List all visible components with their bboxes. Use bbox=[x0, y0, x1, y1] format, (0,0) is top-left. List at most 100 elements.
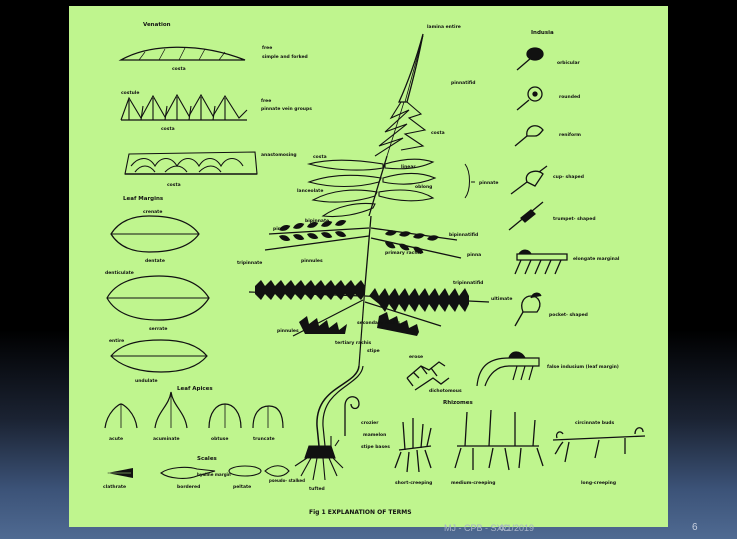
label-obtuse: obtuse bbox=[211, 436, 228, 442]
label-erose: erose bbox=[409, 354, 423, 360]
label-secondary-rachis: secondary rachis bbox=[357, 320, 400, 326]
label-hyaline-margin: hyaline margin bbox=[197, 472, 231, 477]
false-indusium-icon bbox=[477, 352, 539, 386]
label-costa-1: costa bbox=[172, 66, 186, 72]
scales-title: Scales bbox=[197, 456, 218, 462]
indusium-elongate-marginal bbox=[517, 254, 567, 260]
label-short-creeping: short-creeping bbox=[395, 480, 432, 486]
indusium-pocket-shaped bbox=[522, 296, 540, 312]
label-pinnules-2: pinnules bbox=[277, 328, 299, 334]
crozier-icon bbox=[345, 397, 359, 436]
erose-venation bbox=[407, 362, 449, 390]
footer-date: 4/1/2019 bbox=[499, 520, 534, 536]
indusia-group: Indusia bbox=[477, 30, 620, 386]
label-free-1: free bbox=[262, 45, 272, 51]
indusium-reniform bbox=[515, 136, 527, 146]
label-costa-4: costa bbox=[431, 130, 445, 136]
label-truncate: truncate bbox=[253, 436, 275, 442]
venation-title: Venation bbox=[143, 22, 171, 28]
label-entire: entire bbox=[109, 338, 124, 344]
label-denticulate: denticulate bbox=[105, 270, 134, 276]
label-clathrate: clathrate bbox=[103, 484, 126, 490]
scales-group: Scales clathrate bordered hyaline margin… bbox=[103, 456, 305, 490]
leaf-margins-group: Leaf Margins crenate dentate denticulate… bbox=[105, 196, 209, 384]
label-pinnate-vein-groups: pinnate vein groups bbox=[261, 106, 312, 112]
fern-diagram: Venation free simple and forked costa co… bbox=[69, 6, 668, 527]
label-bipinnate: bipinnate bbox=[305, 218, 329, 224]
label-reniform: reniform bbox=[559, 132, 581, 138]
label-acuminate: acuminate bbox=[153, 436, 180, 442]
indusium-rounded bbox=[517, 100, 529, 110]
venation-group: Venation free simple and forked costa co… bbox=[121, 22, 312, 188]
label-cup-shaped: cup- shaped bbox=[553, 174, 584, 180]
venation-leaf-2 bbox=[121, 95, 247, 120]
frond-pinnatifid bbox=[375, 102, 425, 156]
label-stipe: stipe bbox=[367, 348, 380, 354]
frond-apex bbox=[399, 34, 423, 102]
label-bipinnatifid: bipinnatifid bbox=[449, 232, 478, 238]
rhizome-medium-creeping bbox=[455, 410, 543, 470]
rhizomes-title: Rhizomes bbox=[443, 400, 473, 406]
figure-caption: Fig 1 EXPLANATION OF TERMS bbox=[309, 509, 412, 516]
label-pinnate: pinnate bbox=[479, 180, 498, 186]
scale-peltate bbox=[229, 466, 261, 476]
label-costa-5: costa bbox=[313, 154, 327, 160]
leaf-apices-title: Leaf Apices bbox=[177, 386, 213, 392]
label-trumpet-shaped: trumpet- shaped bbox=[553, 216, 596, 222]
label-crozier: crozier bbox=[361, 420, 379, 426]
slide-number: 6 bbox=[692, 520, 698, 536]
label-circinnate-buds: circinnate buds bbox=[575, 420, 614, 426]
label-serrate: serrate bbox=[149, 326, 167, 332]
leaf-apices-group: Leaf Apices acute acuminate obtuse trunc… bbox=[105, 386, 283, 442]
rhizome-short-creeping bbox=[395, 418, 431, 472]
label-long-creeping: long-creeping bbox=[581, 480, 616, 486]
label-pinnules: pinnules bbox=[301, 258, 323, 264]
label-bordered: bordered bbox=[177, 484, 200, 490]
rhizomes-group: Rhizomes short-creeping medium-creeping bbox=[395, 400, 645, 486]
label-lamina-entire: lamina entire bbox=[427, 24, 461, 30]
venation-leaf-1 bbox=[121, 47, 245, 60]
label-costa-3: costa bbox=[167, 182, 181, 188]
label-tripinnate: tripinnate bbox=[237, 260, 262, 266]
label-medium-creeping: medium-creeping bbox=[451, 480, 495, 486]
label-pinnatifid: pinnatifid bbox=[451, 80, 475, 86]
label-dentate: dentate bbox=[145, 258, 165, 264]
frond-group: lamina entire pinnatifid costa bbox=[237, 24, 512, 492]
label-tripinnatifid: tripinnatifid bbox=[453, 280, 483, 286]
label-linear: linear bbox=[401, 164, 416, 170]
indusium-orbicular bbox=[517, 58, 531, 70]
label-pinna-2: pinna bbox=[467, 252, 481, 258]
label-costule: costule bbox=[121, 90, 139, 96]
label-stipe-bases: stipe bases bbox=[361, 444, 390, 450]
rhizome-long-creeping bbox=[553, 428, 645, 462]
fern-terms-figure: Venation free simple and forked costa co… bbox=[69, 6, 668, 527]
label-undulate: undulate bbox=[135, 378, 158, 384]
label-pinna: pinna bbox=[273, 226, 287, 232]
label-lanceolate: lanceolate bbox=[297, 188, 323, 194]
label-free-2: free bbox=[261, 98, 271, 104]
label-pocket-shaped: pocket- shaped bbox=[549, 312, 588, 318]
venation-leaf-3 bbox=[125, 152, 257, 174]
label-oblong: oblong bbox=[415, 184, 432, 190]
label-anastomosing: anastomosing bbox=[261, 152, 297, 158]
label-elongate-marginal: elongate marginal bbox=[573, 256, 620, 262]
label-mamelon: mamelon bbox=[363, 432, 386, 438]
label-peltate: peltate bbox=[233, 484, 251, 490]
label-false-indusium: false indusium (leaf margin) bbox=[547, 364, 619, 370]
label-rounded: rounded bbox=[559, 94, 580, 100]
indusium-cup-shaped bbox=[511, 182, 527, 194]
label-costa-2: costa bbox=[161, 126, 175, 132]
label-crenate: crenate bbox=[143, 209, 162, 215]
label-acute: acute bbox=[109, 436, 123, 442]
label-simple-forked: simple and forked bbox=[262, 54, 308, 60]
label-tertiary-rachis: tertiary rachis bbox=[335, 340, 372, 346]
label-primary-rachis: primary rachis bbox=[385, 250, 422, 256]
label-ultimate: ultimate bbox=[491, 296, 512, 302]
label-orbicular: orbicular bbox=[557, 60, 581, 66]
leaf-margins-title: Leaf Margins bbox=[123, 196, 164, 202]
label-dichotomous: dichotomous bbox=[429, 388, 462, 394]
indusia-title: Indusia bbox=[531, 30, 554, 36]
label-pseudo-stalked: pseudo- stalked bbox=[269, 478, 305, 483]
label-tufted: tufted bbox=[309, 486, 325, 492]
